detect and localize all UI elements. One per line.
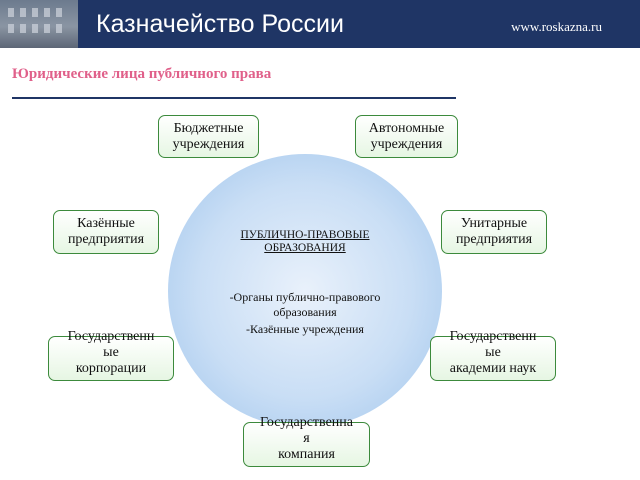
page-subtitle: Юридические лица публичного права bbox=[12, 66, 272, 82]
node-state-company: Государственна я компания bbox=[243, 415, 370, 467]
node-state-academies: Государственн ые академии наук bbox=[430, 329, 556, 381]
node-state-corporations-label: Государственн ые корпорации bbox=[67, 329, 155, 376]
header-bar: Казначейство России www.roskazna.ru bbox=[0, 0, 640, 48]
node-treasury-enterprises: Казённые предприятия bbox=[53, 210, 159, 254]
building-image bbox=[0, 0, 78, 48]
node-unitary-enterprises: Унитарные предприятия bbox=[441, 210, 547, 254]
node-state-academies-label: Государственн ые академии наук bbox=[449, 329, 537, 376]
center-item-organs-cont: образования bbox=[273, 305, 337, 319]
node-treasury-enterprises-label: Казённые предприятия bbox=[67, 216, 145, 247]
center-item-organs: -Органы публично-правового bbox=[229, 290, 381, 304]
header-url[interactable]: www.roskazna.ru bbox=[511, 19, 602, 34]
node-autonomous-institutions-label: Автономные учреждения bbox=[368, 120, 445, 152]
node-state-corporations: Государственн ые корпорации bbox=[48, 329, 174, 381]
header-title: Казначейство России bbox=[96, 10, 344, 38]
title-divider bbox=[12, 97, 456, 99]
center-item-treasury-institutions: -Казённые учреждения bbox=[246, 322, 364, 336]
center-title: ПУБЛИЧНО-ПРАВОВЫЕ ОБРАЗОВАНИЯ bbox=[240, 229, 370, 254]
node-state-company-label: Государственна я компания bbox=[260, 415, 353, 462]
node-unitary-enterprises-label: Унитарные предприятия bbox=[455, 216, 533, 247]
node-autonomous-institutions: Автономные учреждения bbox=[355, 115, 458, 158]
center-circle bbox=[168, 154, 442, 428]
node-budget-institutions-label: Бюджетные учреждения bbox=[172, 120, 245, 152]
node-budget-institutions: Бюджетные учреждения bbox=[158, 115, 259, 158]
